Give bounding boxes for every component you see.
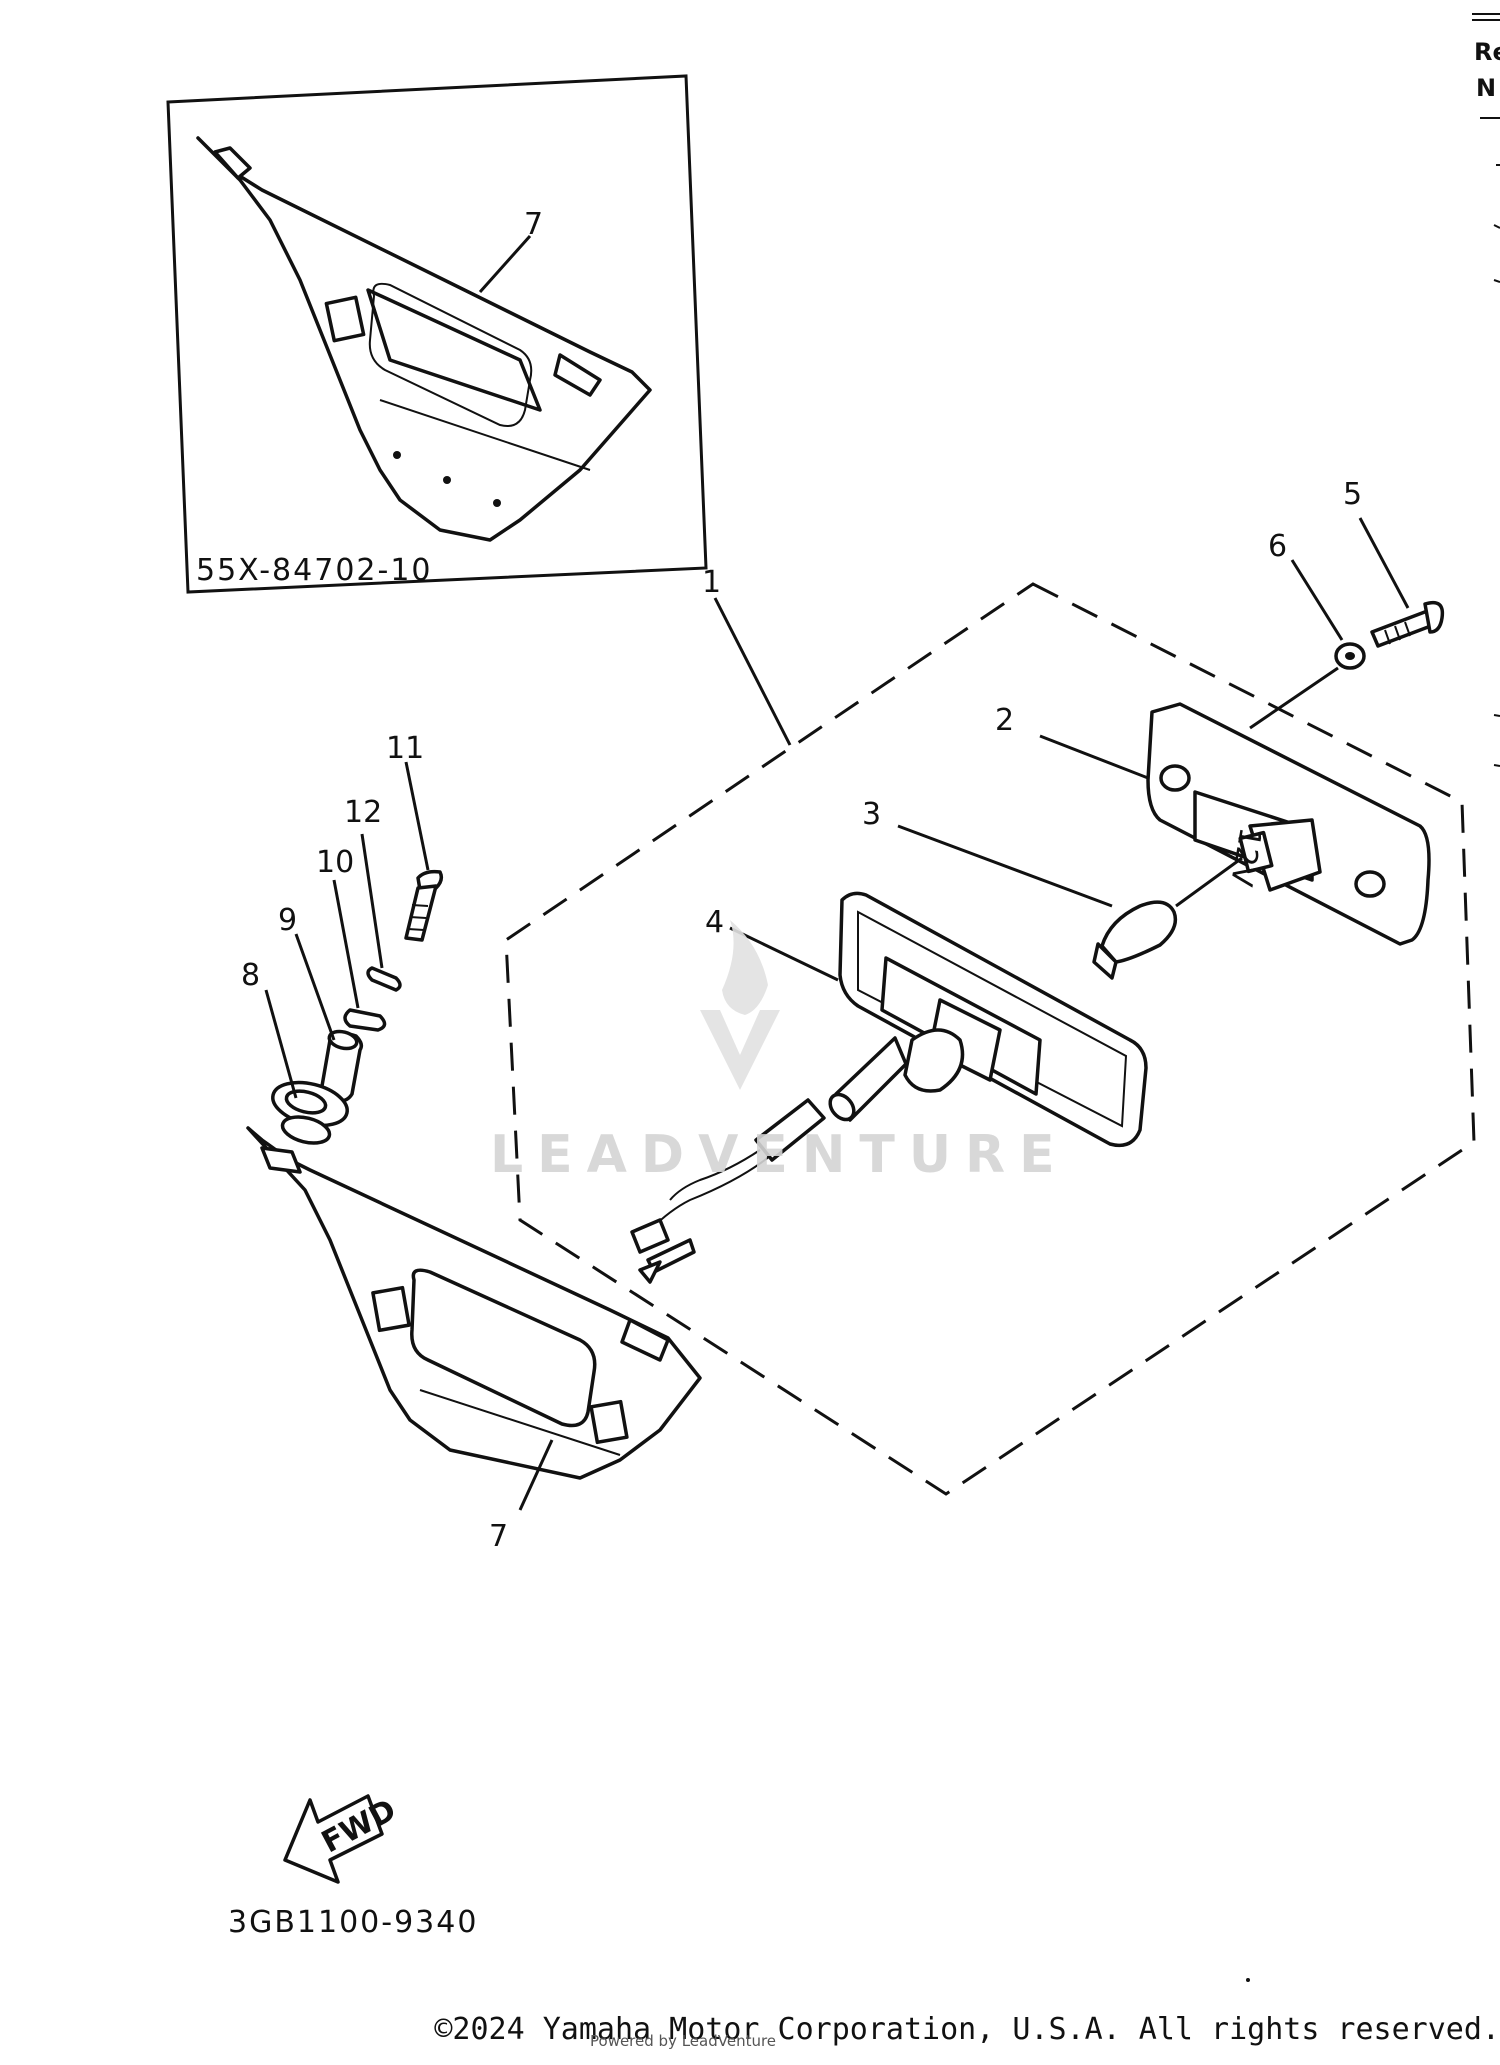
callout-9: 9 xyxy=(278,903,297,938)
copyright-text: ©2024 Yamaha Motor Corporation, U.S.A. A… xyxy=(434,2012,1500,2047)
callout-1: 1 xyxy=(702,565,721,600)
bracket-part-7 xyxy=(246,1126,702,1480)
callout-10: 10 xyxy=(316,845,354,880)
callout-3: 3 xyxy=(862,797,881,832)
screw-part-11 xyxy=(404,869,444,942)
powered-by-text: Powered by LeadVenture xyxy=(590,2032,777,2050)
lamp-base-part-2: 12V xyxy=(1146,702,1431,946)
inset-bracket xyxy=(196,136,652,542)
bulb-part-3 xyxy=(1092,900,1178,980)
watermark: LEADVENTURE xyxy=(490,920,1069,1185)
screw-part-5 xyxy=(1370,600,1445,648)
collar-part-9 xyxy=(320,1029,364,1103)
callout-2: 2 xyxy=(995,703,1014,738)
header-no-text: N xyxy=(1476,74,1496,102)
callout-7-inset: 7 xyxy=(524,207,543,242)
inset-box: 7 55X-84702-10 xyxy=(166,74,708,594)
plate-part-10 xyxy=(343,1008,387,1032)
header-ref-text: Re xyxy=(1474,38,1500,66)
callout-4: 4 xyxy=(705,905,724,940)
callout-12: 12 xyxy=(344,795,382,830)
table-header-fragment: Re N xyxy=(1472,13,1500,767)
callout-7: 7 xyxy=(489,1519,508,1554)
parts-diagram: Re N 7 55X-84702-10 1 xyxy=(166,13,1500,1982)
callout-8: 8 xyxy=(241,958,260,993)
fwd-arrow-icon: FWD xyxy=(283,1793,402,1884)
callout-11: 11 xyxy=(386,731,424,766)
assembly-1-boundary xyxy=(504,582,1476,1496)
lens-housing-part-4 xyxy=(630,891,1148,1284)
washer-part-6 xyxy=(1334,642,1366,670)
callout-5: 5 xyxy=(1343,477,1362,512)
inset-part-number: 55X-84702-10 xyxy=(196,553,433,588)
watermark-text: LEADVENTURE xyxy=(490,1125,1069,1185)
diagram-code: 3GB1100-9340 xyxy=(228,1905,478,1940)
clip-part-12 xyxy=(366,966,402,992)
callout-6: 6 xyxy=(1268,529,1287,564)
copyright-footer: ©2024 Yamaha Motor Corporation, U.S.A. A… xyxy=(0,2012,1500,2047)
